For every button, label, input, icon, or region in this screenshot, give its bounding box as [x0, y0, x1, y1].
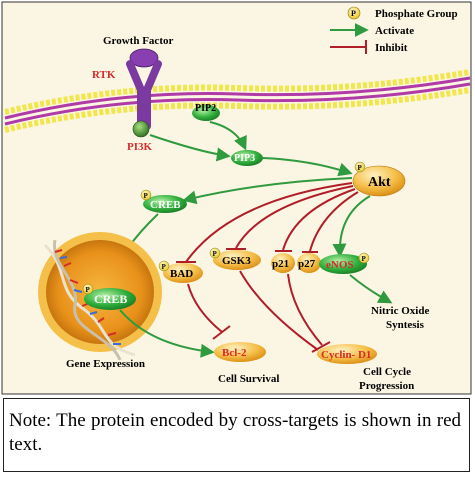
pi3k-label: PI3K: [127, 141, 153, 153]
gene-expression-label: Gene Expression: [66, 358, 145, 370]
p21-node: [271, 253, 295, 273]
creb-nucleus-label: CREB: [94, 292, 127, 306]
rtk-label: RTK: [92, 69, 116, 81]
creb-nucleus-node: [84, 288, 136, 310]
creb-top-node: [143, 195, 187, 213]
enos-to-no-arrow: [349, 274, 393, 304]
bad-inhibits-bcl2-line: [187, 283, 223, 333]
cyclin-d1-label: Cyclin- D1: [321, 349, 371, 361]
akt-phosphate-badge: [354, 161, 366, 173]
cell-cycle-label-1: Cell Cycle: [363, 366, 411, 378]
inhibit-bars: [176, 248, 318, 263]
gsk3-node: [213, 250, 261, 270]
phosphate-legend-label: Phosphate Group: [375, 8, 458, 20]
pi3k-node: [132, 120, 150, 138]
bad-phosphate-badge: [158, 260, 170, 272]
pip2-label: PIP2: [195, 103, 216, 114]
cyclin-inhibit-bar: [311, 341, 331, 353]
p27-node: [297, 253, 321, 273]
growth-factor-label: Growth Factor: [103, 35, 173, 47]
enos-phosphate-badge: [358, 252, 370, 264]
enos-node: [319, 254, 367, 274]
pi3k-to-pip3-arrow: [149, 134, 231, 162]
creb-top-phosphate-badge: [140, 189, 152, 201]
bcl2-label: Bcl-2: [222, 347, 247, 359]
rtk-receptor: [126, 60, 162, 130]
pip3-node: [231, 150, 263, 166]
enos-phosphate-text: P: [362, 255, 367, 263]
creb-nucleus-phosphate-badge: [82, 283, 94, 295]
bad-inhibit-bar: [212, 325, 231, 340]
gsk3-label: GSK3: [222, 255, 251, 267]
creb-top-phosphate-text: P: [144, 192, 149, 200]
phosphate-legend-badge: P: [351, 9, 356, 18]
akt-to-enos-arrow: [332, 195, 371, 258]
cell-membrane: [4, 69, 471, 133]
akt-phosphate-text: P: [358, 164, 363, 172]
activate-legend-label: Activate: [375, 25, 414, 37]
akt-node: [352, 165, 406, 197]
pip2-to-pip3-arrow: [209, 121, 247, 151]
gsk3-phosphate-badge: [209, 247, 221, 259]
dna-helix: [43, 239, 136, 361]
creb-nucleus-phosphate-text: P: [86, 286, 91, 294]
p21-inhibits-cyclin-line: [287, 273, 323, 346]
legend: P Phosphate Group Activate Inhibit: [330, 6, 458, 54]
gsk3-inhibits-cyclin-line: [239, 270, 319, 351]
akt-inhibition-lines: [185, 182, 359, 263]
cell-cycle-label-2: Progression: [359, 380, 414, 392]
bcl2-node: [214, 342, 266, 362]
bad-node: [163, 263, 203, 283]
creb-to-bcl2-arrow: [119, 309, 215, 358]
creb-top-label: CREB: [150, 199, 181, 211]
note-text: Note: The protein encoded by cross-targe…: [9, 410, 461, 455]
pip3-to-akt-arrow: [262, 157, 353, 177]
cyclin-d1-node: [317, 344, 377, 364]
bad-phosphate-text: P: [162, 263, 167, 271]
nitric-oxide-label-2: Syntesis: [386, 319, 425, 331]
gsk3-phosphate-text: P: [213, 250, 218, 258]
enos-label: eNOS: [326, 259, 354, 271]
akt-label: Akt: [368, 175, 391, 190]
p27-label: p27: [298, 258, 316, 270]
note-box: Note: The protein encoded by cross-targe…: [3, 398, 470, 472]
phosphate-legend-icon: [347, 6, 361, 20]
pip2-node: [192, 105, 220, 121]
pip3-label: PIP3: [234, 153, 255, 164]
p21-label: p21: [272, 258, 289, 270]
cell-survival-label: Cell Survival: [218, 373, 279, 385]
akt-to-creb-arrow: [182, 177, 353, 205]
growth-factor-ligand: [129, 48, 159, 68]
inhibit-legend-label: Inhibit: [375, 42, 408, 54]
bad-label: BAD: [170, 268, 193, 280]
nitric-oxide-label-1: Nitric Oxide: [371, 305, 429, 317]
